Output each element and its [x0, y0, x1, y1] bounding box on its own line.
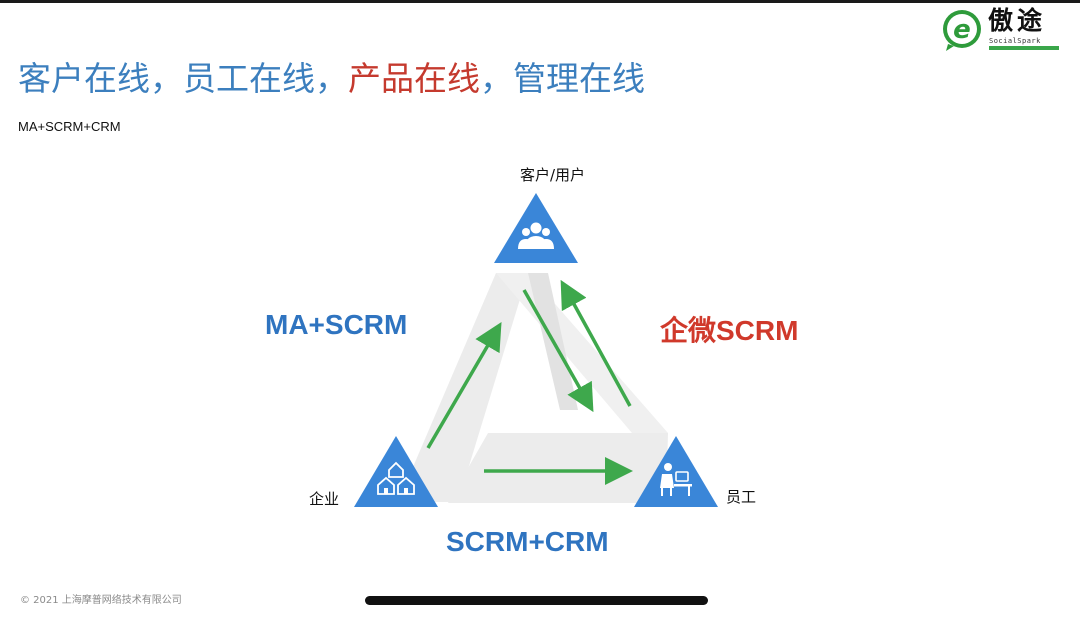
brand-logo: e 傲途 SocialSpark: [940, 6, 1068, 52]
users-icon: [518, 222, 554, 249]
node-right-label: 员工: [726, 488, 757, 506]
side-label-bottom: SCRM+CRM: [446, 526, 609, 557]
houses-icon: [377, 461, 415, 495]
arrow-right-down: [522, 289, 594, 413]
node-right: [634, 436, 718, 507]
svg-text:e: e: [953, 15, 971, 45]
triangle-band-bottom: [448, 433, 668, 503]
logo-sub-text: SocialSpark: [989, 37, 1041, 45]
copyright-footer: © 2021 上海摩普网络技术有限公司: [20, 595, 182, 606]
employee-desk-icon: [660, 463, 692, 496]
slide-subtitle: MA+SCRM+CRM: [18, 119, 121, 134]
arrow-right-up: [560, 279, 632, 407]
logo-underline: [989, 46, 1059, 50]
e-logo-icon: e: [943, 10, 981, 51]
node-left: [354, 436, 438, 507]
top-edge: [0, 0, 1080, 3]
logo-brand-text: 傲途: [988, 6, 1047, 35]
title-part-2: 产品在线: [348, 59, 480, 98]
title-part-1: 客户在线，员工在线，: [18, 59, 348, 98]
node-top: [494, 193, 578, 263]
title-part-3: ，管理在线: [480, 59, 645, 98]
side-label-right: 企微SCRM: [660, 315, 799, 346]
node-top-label: 客户/用户: [520, 166, 586, 184]
triangle-band-right: [496, 273, 668, 433]
home-indicator[interactable]: [365, 596, 708, 605]
arrow-left-up: [426, 321, 502, 449]
node-left-label: 企业: [309, 490, 340, 508]
slide-title: 客户在线，员工在线，产品在线，管理在线: [18, 56, 645, 102]
side-label-left: MA+SCRM: [265, 309, 408, 340]
